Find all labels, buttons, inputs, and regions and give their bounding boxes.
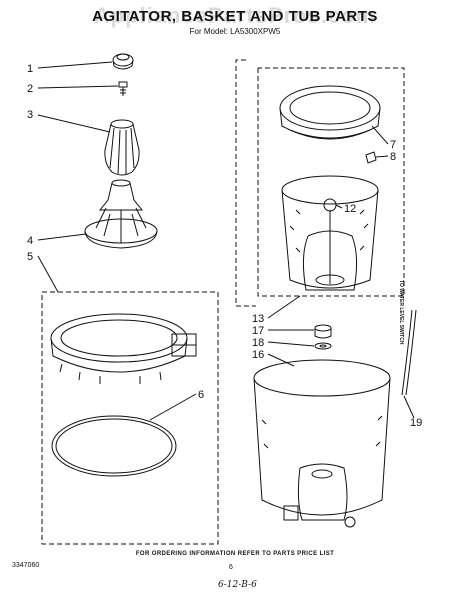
ordering-info: FOR ORDERING INFORMATION REFER TO PARTS …	[135, 551, 335, 557]
basket-part	[281, 175, 379, 291]
callout-5: 5	[27, 251, 33, 263]
doc-number: 3347060	[12, 562, 40, 569]
balance-ring-part	[279, 85, 381, 140]
callout-labels: 1 2 3 4 5 6 7 8 12 13 17 18 16 19	[27, 63, 422, 429]
tub-part	[253, 359, 391, 528]
model-line: For Model: LA5300XPW5	[189, 27, 281, 36]
water-level-switch-label: TO WATER LEVEL SWITCH	[398, 280, 404, 345]
callout-18: 18	[252, 337, 264, 349]
tub-ring-seal-part	[51, 415, 177, 477]
agitator-cam-part	[104, 119, 140, 176]
agitator-cap-part	[112, 53, 134, 70]
hose-part	[401, 309, 417, 396]
callout-7: 7	[390, 139, 396, 151]
callout-8: 8	[390, 151, 396, 163]
callout-4: 4	[27, 235, 33, 247]
callout-12: 12	[344, 203, 356, 215]
page-number: 6	[229, 564, 233, 571]
callout-19: 19	[410, 417, 422, 429]
tub-ring-part	[50, 313, 197, 384]
callout-16: 16	[252, 349, 264, 361]
callout-1: 1	[27, 63, 33, 75]
tub-ring-group-box	[41, 291, 219, 545]
outer-dashed-bracket	[235, 59, 256, 307]
leader-lines	[37, 61, 415, 421]
callout-6: 6	[198, 389, 204, 401]
handwritten-note: 6-12-B-6	[218, 580, 257, 590]
agitator-bolt-part	[118, 81, 128, 96]
watermark: AppliancePartsPros.com	[93, 3, 377, 28]
callout-2: 2	[27, 83, 33, 95]
spanner-nut-part	[314, 324, 332, 339]
basket-group-box	[257, 67, 405, 297]
clip-part	[365, 151, 377, 164]
callout-17: 17	[252, 325, 264, 337]
agitator-part	[84, 179, 158, 249]
washer-part	[314, 342, 332, 350]
page-title: AGITATOR, BASKET AND TUB PARTS	[92, 8, 378, 25]
callout-3: 3	[27, 109, 33, 121]
callout-13: 13	[252, 313, 264, 325]
